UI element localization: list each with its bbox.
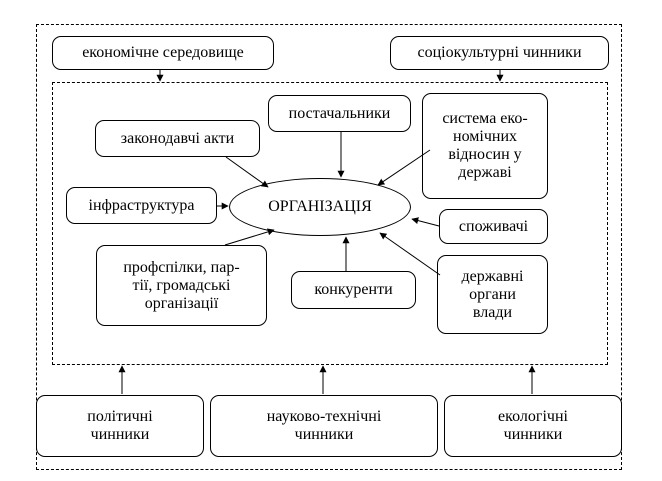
outer-environment-frame [36,24,622,470]
laws-box: законодавчі акти [95,120,260,157]
sociocultural-factors-label: соціокультурні чинники [417,44,582,61]
internal-environment-frame [52,82,608,365]
government-line-2: органи [469,285,516,303]
economic-environment-label: економічне середовище [82,44,244,61]
unions-line-3: організації [144,294,219,312]
suppliers-label: постачальники [288,104,391,122]
scientific-factors-line-1: науково-технічні [266,408,382,425]
economic-system-line-1: система еко- [442,110,528,127]
unions-line-2: тії, громадські [132,276,231,294]
organization-ellipse: ОРГАНІЗАЦІЯ [229,178,411,236]
infrastructure-label: інфраструктура [88,196,195,214]
sociocultural-factors-box: соціокультурні чинники [390,36,609,70]
arrow-laws [225,156,269,188]
government-box: державні органи влади [437,255,548,334]
arrow-unions [224,228,275,246]
economic-system-box: система еко- номічних відносин у державі [422,93,548,199]
economic-system-line-2: номічних [453,128,517,145]
ecological-factors-box: екологічні чинники [444,395,622,457]
arrow-consumers [411,217,440,227]
consumers-box: споживачі [439,209,548,244]
ecological-factors-line-2: чинники [503,426,563,443]
arrow-government [379,232,441,276]
consumers-label: споживачі [458,217,529,235]
political-factors-line-1: політичні [87,408,153,425]
political-factors-line-2: чинники [90,426,150,443]
government-line-3: влади [472,303,513,321]
unions-box: профспілки, пар- тії, громадські організ… [96,245,267,326]
economic-system-line-3: відносин у [448,146,522,163]
laws-label: законодавчі акти [120,129,235,147]
scientific-factors-box: науково-технічні чинники [210,395,438,457]
economic-system-line-4: державі [458,164,512,181]
arrow-economic-system [377,149,431,186]
competitors-box: конкуренти [291,271,416,309]
suppliers-box: постачальники [268,95,411,132]
scientific-factors-line-2: чинники [294,426,354,443]
economic-environment-box: економічне середовище [52,36,274,70]
government-line-1: державні [461,267,524,285]
unions-line-1: профспілки, пар- [123,258,240,276]
ecological-factors-line-1: екологічні [498,408,568,425]
infrastructure-box: інфраструктура [66,187,217,224]
organization-label: ОРГАНІЗАЦІЯ [268,198,372,215]
political-factors-box: політичні чинники [36,395,204,457]
competitors-label: конкуренти [314,281,393,298]
